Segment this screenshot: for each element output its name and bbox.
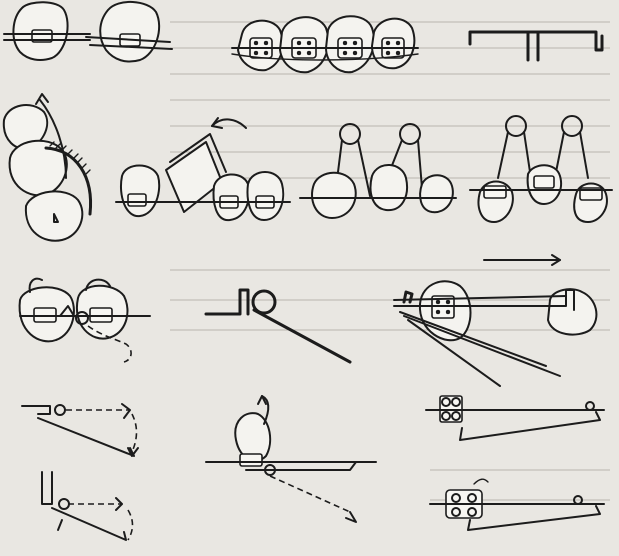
panel-molar-tube xyxy=(393,254,598,387)
panel-cantilever-1 xyxy=(21,403,139,457)
panel-vertical-loops xyxy=(299,123,457,219)
panel-t-wire xyxy=(468,30,604,62)
panel-double-bracket-2 xyxy=(429,478,605,531)
panel-tooth-curve-arrow xyxy=(205,395,377,523)
panel-tooth-rotation xyxy=(115,117,291,222)
panel-two-teeth-wire xyxy=(3,1,173,63)
panel-cantilever-2 xyxy=(41,471,134,541)
panel-double-loops xyxy=(469,115,613,223)
panel-double-bracket-1 xyxy=(425,395,605,441)
panel-coil-spring xyxy=(2,93,93,242)
panel-dental-arch xyxy=(231,15,419,74)
panel-molar-hook xyxy=(18,277,151,363)
panel-helix-bend xyxy=(204,288,352,364)
